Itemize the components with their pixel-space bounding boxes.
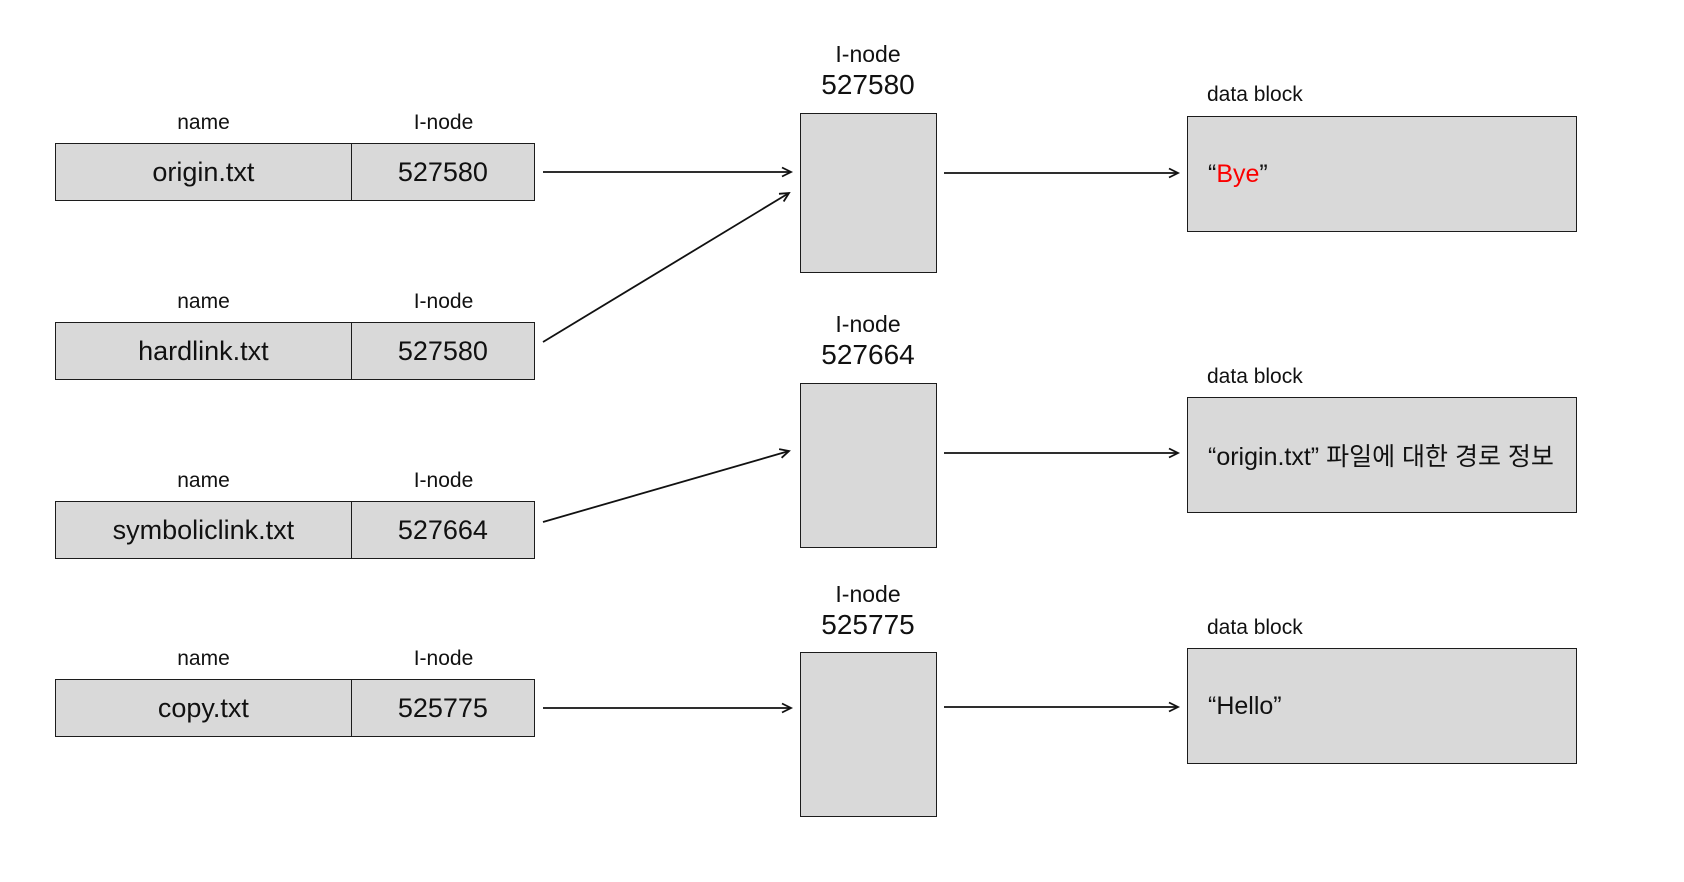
directory-entry-copy: copy.txt 525775 (55, 679, 535, 737)
inode-column-header: I-node (413, 111, 474, 134)
inode-column-header: I-node (413, 647, 474, 670)
data-block-content: Bye (1216, 159, 1260, 188)
name-column-header: name (177, 290, 230, 313)
inode-number-cell: 527580 (397, 156, 488, 187)
data-block-label: data block (1207, 616, 1303, 639)
inode-label: I-node (835, 311, 901, 337)
entry-headers: name I-node (55, 468, 535, 494)
data-block-hello: “Hello” (1187, 648, 1577, 764)
inode-number-cell: 527580 (397, 335, 488, 366)
data-block-content: “Hello” (1208, 691, 1282, 720)
arrow-symboliclink-to-inode2 (542, 448, 791, 523)
inode-number: 527580 (821, 69, 915, 100)
inode-label: I-node (835, 581, 901, 607)
inode1-caption: I-node 527580 (768, 40, 968, 102)
name-column-header: name (177, 111, 230, 134)
data-block-bye: “Bye” (1187, 116, 1577, 232)
inode-number: 527664 (821, 339, 915, 370)
file-name-cell: copy.txt (56, 680, 352, 736)
entry-headers: name I-node (55, 646, 535, 672)
file-name-cell: symboliclink.txt (56, 502, 352, 558)
inode-label: I-node (835, 41, 901, 67)
inode2-box (800, 383, 937, 548)
inode3-caption: I-node 525775 (768, 580, 968, 642)
name-column-header: name (177, 469, 230, 492)
inode-number-cell: 527664 (397, 514, 488, 545)
data-block-content: “origin.txt” 파일에 대한 경로 정보 (1208, 443, 1554, 471)
inode3-box (800, 652, 937, 817)
entry-headers: name I-node (55, 110, 535, 136)
inode2-caption: I-node 527664 (768, 310, 968, 372)
data-block-path-info: “origin.txt” 파일에 대한 경로 정보 (1187, 397, 1577, 513)
data-block-label: data block (1207, 83, 1303, 106)
entry-headers: name I-node (55, 289, 535, 315)
inode-number-cell: 525775 (397, 692, 488, 723)
arrow-hardlink-to-inode1 (542, 191, 791, 343)
file-name-cell: origin.txt (56, 144, 352, 200)
inode-number: 525775 (821, 609, 915, 640)
inode-column-header: I-node (413, 469, 474, 492)
data-block-label: data block (1207, 365, 1303, 388)
directory-entry-hardlink: hardlink.txt 527580 (55, 322, 535, 380)
directory-entry-symboliclink: symboliclink.txt 527664 (55, 501, 535, 559)
inode1-box (800, 113, 937, 273)
directory-entry-origin: origin.txt 527580 (55, 143, 535, 201)
file-name-cell: hardlink.txt (56, 323, 352, 379)
name-column-header: name (177, 647, 230, 670)
quote-open: “ (1208, 159, 1217, 188)
quote-close: ” (1259, 159, 1268, 188)
inode-column-header: I-node (413, 290, 474, 313)
